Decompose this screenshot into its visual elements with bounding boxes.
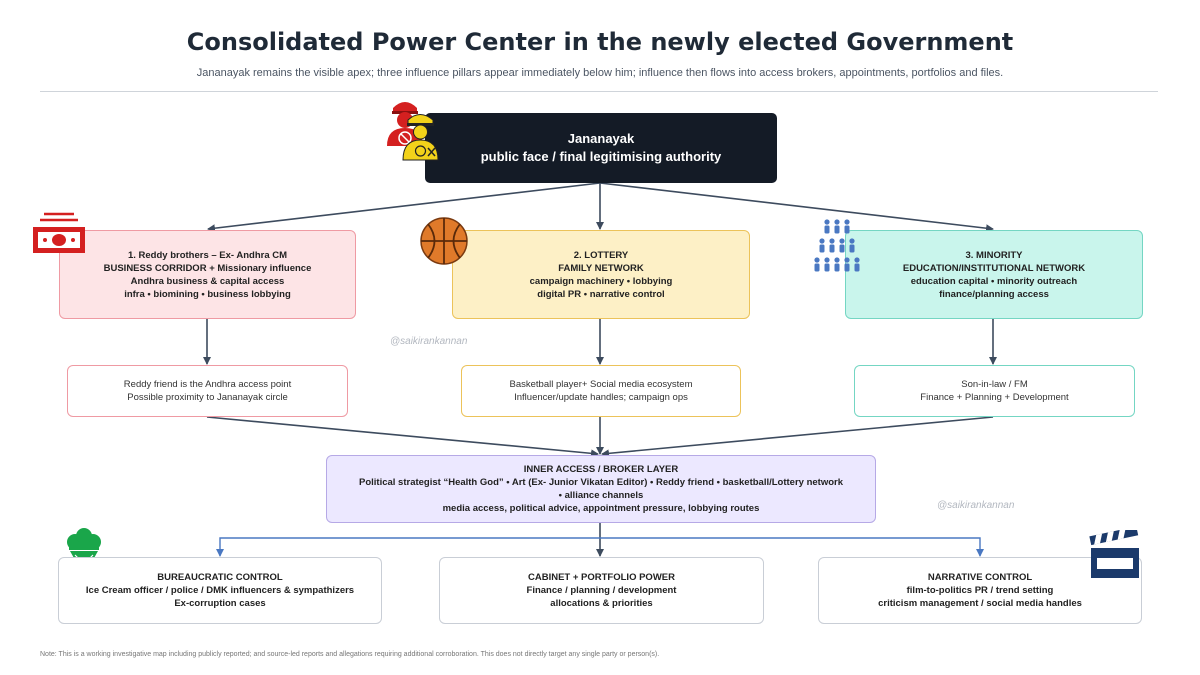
arrow-sub-1-to-inner xyxy=(206,416,599,458)
arrow-inner-to-bureaucratic xyxy=(216,537,600,557)
arrow-inner-to-narrative xyxy=(600,537,984,557)
inner-layer-line: Political strategist “Health God” • Art … xyxy=(358,477,843,488)
watermark: @saikirankannan xyxy=(390,336,468,347)
pillar-line: campaign machinery • lobbying xyxy=(529,275,673,287)
sub-box-social-media: Basketball player+ Social media ecosyste… xyxy=(461,365,741,417)
inner-access-broker-layer: INNER ACCESS / BROKER LAYER Political st… xyxy=(326,455,876,523)
pillar-line: infra • biomining • business lobbying xyxy=(124,288,291,300)
pillar-line: BUSINESS CORRIDOR + Missionary influence xyxy=(103,262,312,274)
sub-box-son-in-law: Son-in-law / FM Finance + Planning + Dev… xyxy=(854,365,1135,417)
basketball-icon xyxy=(420,217,468,265)
clapperboard-icon xyxy=(1089,530,1139,578)
pillar-line: 1. Reddy brothers – Ex- Andhra CM xyxy=(127,249,288,261)
sub-box-andhra-access: Reddy friend is the Andhra access point … xyxy=(67,365,348,417)
inner-layer-line: • alliance channels xyxy=(558,490,644,501)
bottom-box-line: Ice Cream officer / police / DMK influen… xyxy=(85,585,355,596)
pillar-lottery: 2. LOTTERY FAMILY NETWORK campaign machi… xyxy=(452,230,750,319)
pillar-line: finance/planning access xyxy=(939,288,1049,300)
bureaucratic-control-box: BUREAUCRATIC CONTROL Ice Cream officer /… xyxy=(58,557,382,624)
pillar-line: Andhra business & capital access xyxy=(130,275,285,287)
police-officers-icon xyxy=(387,102,439,161)
sub-box-line: Son-in-law / FM xyxy=(961,379,1028,390)
inner-layer-line: INNER ACCESS / BROKER LAYER xyxy=(523,464,679,475)
sub-box-line: Influencer/update handles; campaign ops xyxy=(514,392,688,403)
sub-box-line: Basketball player+ Social media ecosyste… xyxy=(509,379,693,390)
bottom-box-line: criticism management / social media hand… xyxy=(878,598,1082,609)
bottom-box-line: Finance / planning / development xyxy=(526,585,677,596)
bottom-box-line: Ex-corruption cases xyxy=(174,598,266,609)
people-group-icon xyxy=(814,219,860,272)
money-icon xyxy=(33,212,85,253)
pillar-minority: 3. MINORITY EDUCATION/INSTITUTIONAL NETW… xyxy=(845,230,1143,319)
bottom-box-line: CABINET + PORTFOLIO POWER xyxy=(528,572,675,583)
pillar-line: FAMILY NETWORK xyxy=(558,262,644,274)
pillar-line: EDUCATION/INSTITUTIONAL NETWORK xyxy=(902,262,1086,274)
narrative-control-box: NARRATIVE CONTROL film-to-politics PR / … xyxy=(818,557,1142,624)
watermark: @saikirankannan xyxy=(937,500,1015,511)
arrow-sub-3-to-inner xyxy=(601,416,994,458)
arrow-apex-to-pillar-1 xyxy=(207,182,601,233)
inner-layer-line: media access, political advice, appointm… xyxy=(442,503,760,514)
cabinet-portfolio-power-box: CABINET + PORTFOLIO POWER Finance / plan… xyxy=(439,557,764,624)
header-divider xyxy=(40,91,1158,92)
pillar-line: education capital • minority outreach xyxy=(910,275,1078,287)
apex-role: public face / final legitimising authori… xyxy=(480,149,722,164)
page-subtitle: Jananayak remains the visible apex; thre… xyxy=(196,67,1004,79)
pillar-line: 2. LOTTERY xyxy=(573,249,629,261)
apex-box: Jananayak public face / final legitimisi… xyxy=(425,113,777,183)
pillar-line: digital PR • narrative control xyxy=(537,288,665,300)
bottom-box-line: BUREAUCRATIC CONTROL xyxy=(157,572,283,583)
pillar-reddy-brothers: 1. Reddy brothers – Ex- Andhra CM BUSINE… xyxy=(59,230,356,319)
page-title: Consolidated Power Center in the newly e… xyxy=(186,28,1014,56)
sub-box-line: Finance + Planning + Development xyxy=(920,392,1069,403)
bottom-box-line: film-to-politics PR / trend setting xyxy=(906,585,1054,596)
bottom-box-line: NARRATIVE CONTROL xyxy=(927,572,1033,583)
footnote: Note: This is a working investigative ma… xyxy=(40,651,660,658)
sub-box-line: Reddy friend is the Andhra access point xyxy=(123,379,292,390)
sub-box-line: Possible proximity to Jananayak circle xyxy=(127,392,288,403)
bottom-box-line: allocations & priorities xyxy=(550,598,653,609)
arrow-apex-to-pillar-3 xyxy=(599,182,994,233)
apex-name: Jananayak xyxy=(567,131,635,146)
pillar-line: 3. MINORITY xyxy=(965,249,1023,261)
